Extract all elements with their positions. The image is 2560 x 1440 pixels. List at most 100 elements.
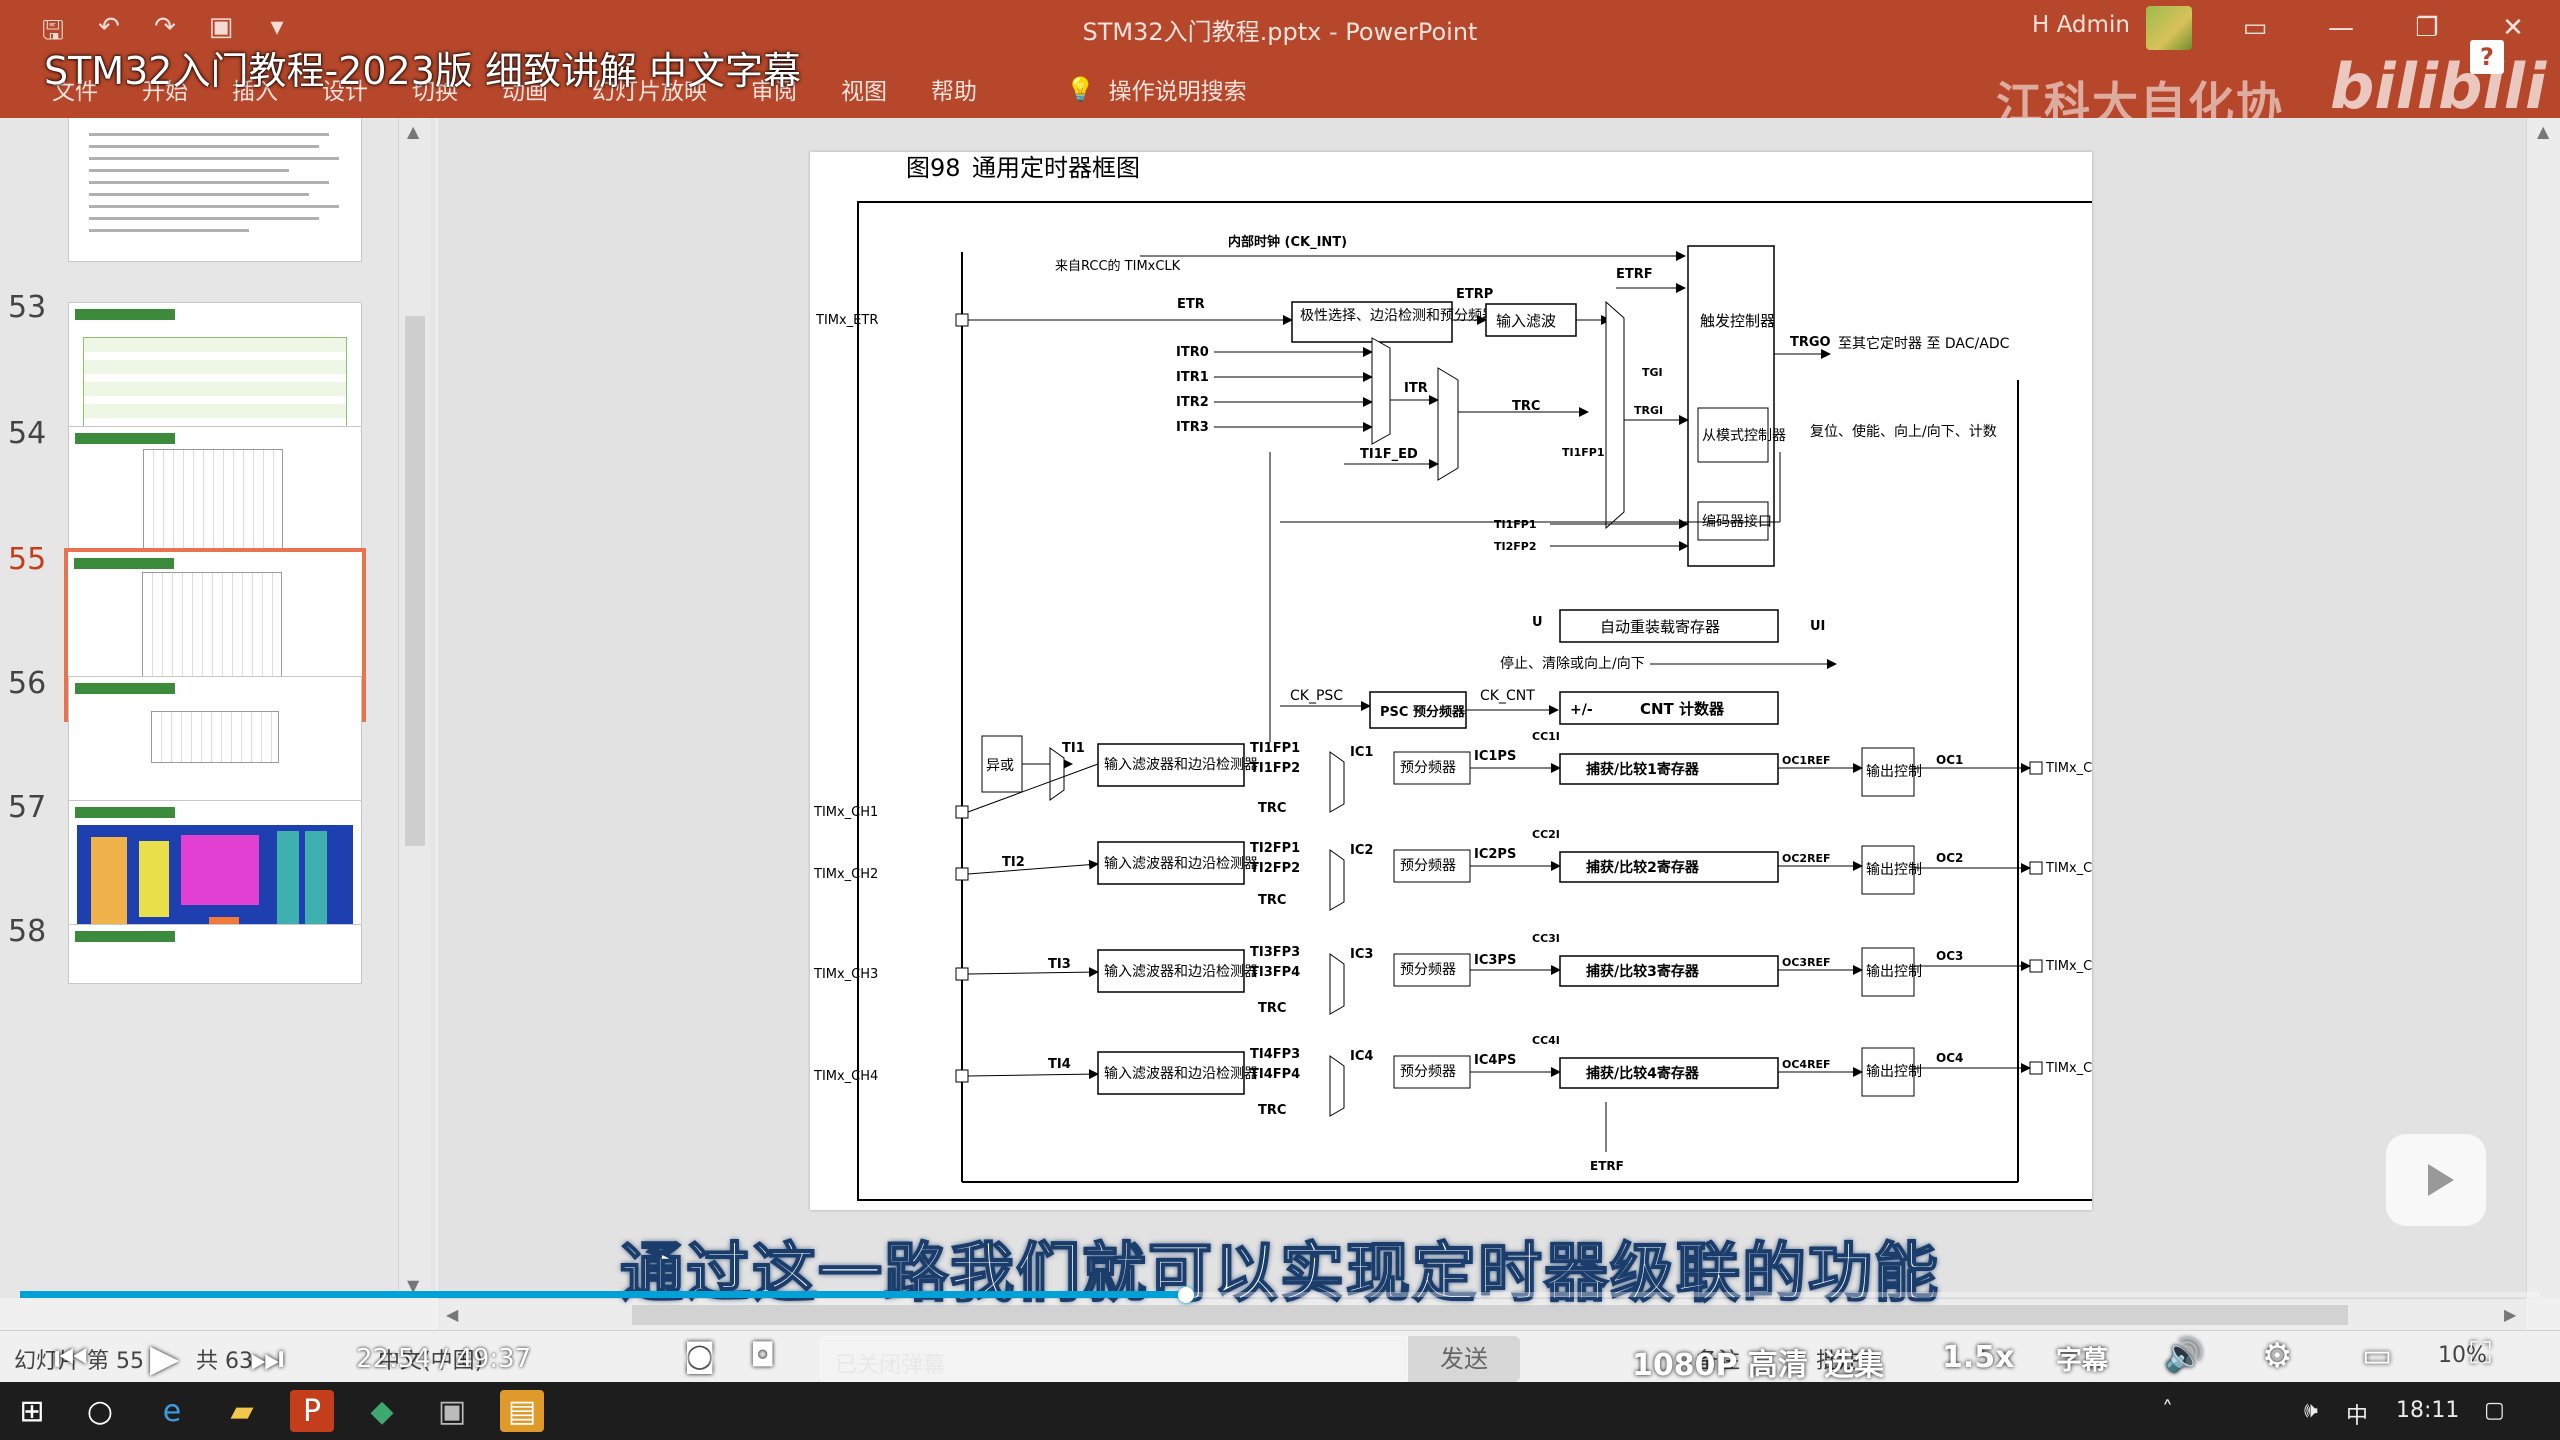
svg-text:ITR3: ITR3: [1176, 420, 1209, 435]
quality-selector[interactable]: 1080P 高清: [1632, 1348, 1808, 1383]
notification-icon[interactable]: ▢: [2484, 1398, 2505, 1423]
output-control: 输出控制: [1866, 764, 1922, 780]
undo-icon[interactable]: ↶: [98, 12, 120, 42]
scroll-right-icon[interactable]: ▶: [2504, 1305, 2517, 1324]
ime-indicator[interactable]: 中: [2346, 1404, 2369, 1429]
scroll-up-icon[interactable]: ▲: [2537, 122, 2550, 141]
title-bar: 🖫 ↶ ↷ ▣ ▾ STM32入门教程.pptx - PowerPoint H …: [0, 0, 2560, 56]
fullscreen-icon[interactable]: ⛶: [2470, 1336, 2491, 1371]
svg-text:OC2: OC2: [1936, 851, 1963, 865]
progress-handle[interactable]: [1178, 1287, 1194, 1303]
user-name[interactable]: H Admin: [2032, 12, 2130, 38]
tab-home[interactable]: 开始: [142, 79, 188, 105]
photos-icon[interactable]: ▣: [437, 1393, 467, 1429]
settings-gear-icon[interactable]: ⚙: [2262, 1336, 2293, 1376]
auto-reload-register: 自动重装载寄存器: [1600, 618, 1720, 636]
bilibili-tv-icon[interactable]: [2386, 1134, 2486, 1226]
danmaku-toggle-icon[interactable]: ◙: [684, 1336, 716, 1374]
svg-text:TGI: TGI: [1642, 366, 1663, 379]
tab-transitions[interactable]: 切换: [412, 79, 458, 105]
ribbon-display-icon[interactable]: ▭: [2242, 13, 2268, 43]
language-indicator[interactable]: 中文(中国): [378, 1349, 484, 1374]
thumbnails-scrollbar[interactable]: ▲ ▼: [398, 118, 430, 1298]
slide-number: 58: [8, 914, 47, 949]
present-icon[interactable]: ▣: [208, 12, 234, 42]
scroll-down-icon[interactable]: ▼: [407, 1276, 420, 1295]
svg-text:TI1FP1: TI1FP1: [1562, 446, 1604, 459]
avatar[interactable]: [2146, 6, 2192, 50]
slide-vertical-scrollbar[interactable]: ▲: [2526, 118, 2560, 1298]
svg-text:TIMx_CH2: TIMx_CH2: [813, 867, 878, 882]
tab-review[interactable]: 审阅: [751, 79, 797, 105]
edge-browser-icon[interactable]: e: [162, 1393, 182, 1429]
slide-horizontal-scrollbar[interactable]: ◀ ▶: [438, 1298, 2526, 1330]
subtitle-button[interactable]: 字幕: [2056, 1346, 2109, 1376]
svg-text:TI1FP1: TI1FP1: [1250, 741, 1300, 756]
slide-thumbnail[interactable]: [68, 118, 362, 262]
next-icon[interactable]: ⏭: [250, 1336, 285, 1380]
picture-in-picture-icon[interactable]: ▭: [2362, 1336, 2393, 1374]
status-bar: 幻灯片 第 55 共 63 中文(中国) 备注 批注 10%: [0, 1330, 2560, 1382]
app-icon[interactable]: ◆: [370, 1393, 394, 1429]
svg-text:TIMx_CH2: TIMx_CH2: [2045, 861, 2092, 876]
tab-file[interactable]: 文件: [52, 79, 98, 105]
slide-editing-area: 图98 通用定时器框图 内部时钟 (CK_INT) 来自RCC的 TIMxCLK…: [438, 118, 2526, 1298]
tab-animations[interactable]: 动画: [502, 79, 548, 105]
file-explorer-icon[interactable]: ▰: [230, 1393, 254, 1429]
scroll-left-icon[interactable]: ◀: [446, 1305, 459, 1324]
customize-qat-icon[interactable]: ▾: [270, 12, 284, 42]
windows-start-icon[interactable]: ⊞: [19, 1393, 45, 1429]
send-button[interactable]: 发送: [1408, 1336, 1520, 1382]
svg-text:TI1FP1: TI1FP1: [1494, 518, 1536, 531]
tab-insert[interactable]: 插入: [232, 79, 278, 105]
volume-icon[interactable]: 🔊: [2164, 1336, 2204, 1374]
svg-text:OC1REF: OC1REF: [1782, 754, 1831, 767]
svg-text:内部时钟 (CK_INT): 内部时钟 (CK_INT): [1228, 234, 1347, 250]
tab-help[interactable]: 帮助: [931, 79, 977, 105]
svg-text:TRGO: TRGO: [1790, 335, 1831, 350]
video-title: STM32入门教程-2023版 细致讲解 中文字幕: [44, 49, 802, 93]
slide-canvas[interactable]: 图98 通用定时器框图 内部时钟 (CK_INT) 来自RCC的 TIMxCLK…: [810, 152, 2092, 1210]
powerpoint-icon[interactable]: P: [290, 1390, 334, 1432]
scrollbar-thumb[interactable]: [632, 1305, 2348, 1325]
svg-text:ITR0: ITR0: [1176, 345, 1209, 360]
previous-icon[interactable]: ⏮: [54, 1336, 89, 1380]
redo-icon[interactable]: ↷: [154, 12, 176, 42]
svg-text:TIMx_CH4: TIMx_CH4: [2045, 1061, 2092, 1076]
episodes-button[interactable]: 选集: [1824, 1348, 1884, 1383]
help-icon[interactable]: ?: [2470, 40, 2504, 74]
tray-arrow-icon[interactable]: ˄: [2162, 1398, 2173, 1423]
scroll-up-icon[interactable]: ▲: [407, 122, 420, 141]
svg-text:输入滤波器和边沿检测器: 输入滤波器和边沿检测器: [1104, 1066, 1258, 1082]
play-icon[interactable]: ▶: [150, 1336, 180, 1380]
zoom-level[interactable]: 10%: [2438, 1343, 2487, 1368]
danmaku-settings-icon[interactable]: ◘: [750, 1336, 776, 1374]
clock[interactable]: 18:11: [2396, 1398, 2460, 1423]
volume-tray-icon[interactable]: 🕪: [2304, 1398, 2318, 1423]
notes-button[interactable]: 备注: [1696, 1349, 1741, 1374]
window-controls: ▭ — ❐ ✕: [2212, 6, 2556, 50]
comments-button[interactable]: 批注: [1816, 1349, 1861, 1374]
minimize-button[interactable]: —: [2328, 13, 2354, 43]
save-icon[interactable]: 🖫: [41, 16, 65, 46]
speed-selector[interactable]: 1.5x: [1942, 1340, 2015, 1375]
search-icon[interactable]: ○: [86, 1393, 114, 1429]
restore-button[interactable]: ❐: [2415, 13, 2439, 43]
close-button[interactable]: ✕: [2502, 13, 2524, 43]
tab-design[interactable]: 设计: [322, 79, 368, 105]
danmaku-input[interactable]: 已关闭弹幕: [820, 1336, 1408, 1382]
app-icon[interactable]: ▤: [500, 1390, 544, 1432]
svg-text:OC3: OC3: [1936, 949, 1963, 963]
platform-logo: bilibili: [2330, 50, 2547, 123]
slide-thumbnail-58[interactable]: [68, 924, 362, 984]
svg-text:OC2REF: OC2REF: [1782, 852, 1831, 865]
tell-me-search[interactable]: 💡 操作说明搜索: [1066, 72, 1247, 106]
tab-slideshow[interactable]: 幻灯片放映: [592, 79, 707, 105]
svg-text:ETR: ETR: [1177, 297, 1205, 312]
tab-view[interactable]: 视图: [841, 79, 887, 105]
svg-text:TI1: TI1: [1062, 741, 1085, 756]
slide-number-active: 55: [8, 542, 47, 577]
progress-track[interactable]: [20, 1292, 2540, 1297]
scrollbar-thumb[interactable]: [405, 316, 425, 846]
svg-text:TRC: TRC: [1258, 1001, 1286, 1016]
